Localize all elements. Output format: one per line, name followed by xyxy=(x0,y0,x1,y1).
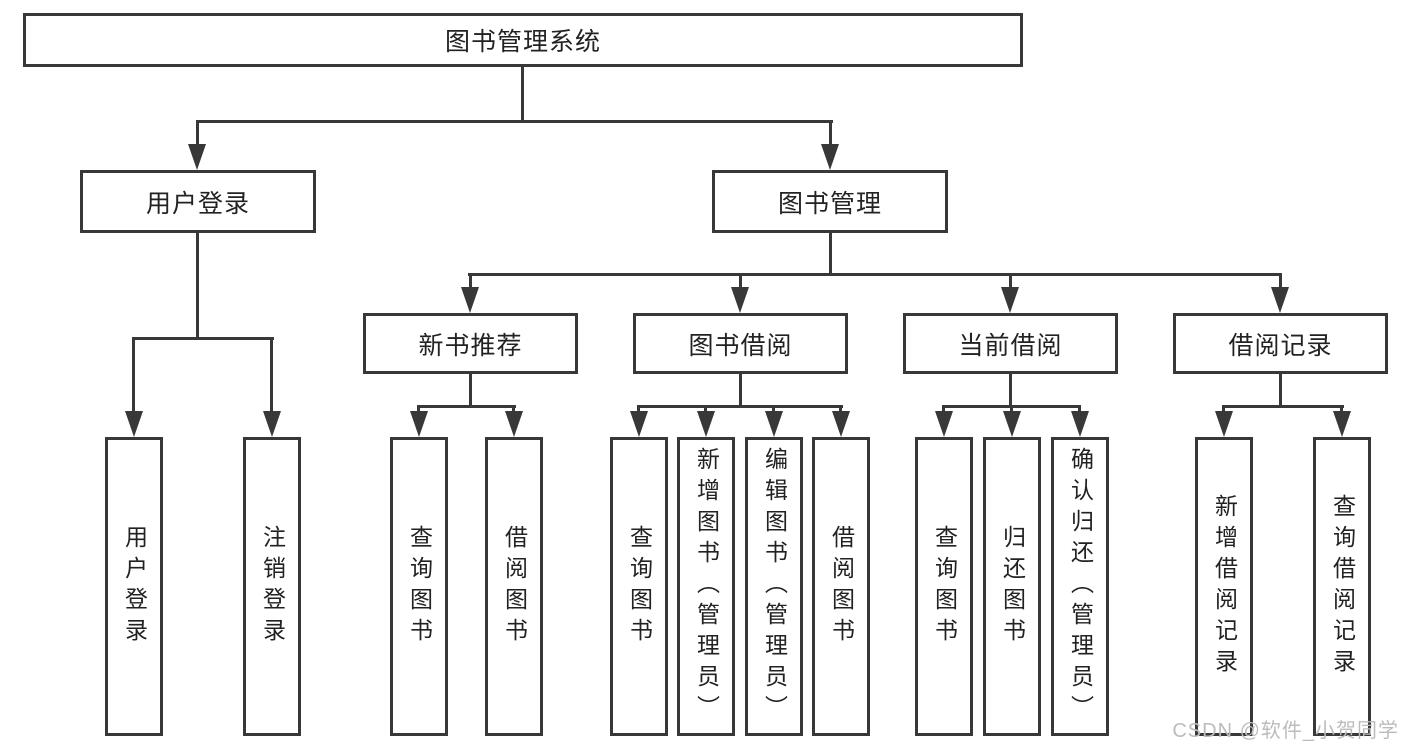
leaf-borrow-books: 借阅图书 xyxy=(812,437,870,736)
connector-line xyxy=(1009,374,1012,405)
arrow-down-icon xyxy=(1001,287,1019,313)
leaf-logout: 注销登录 xyxy=(243,437,301,736)
connector-line xyxy=(469,374,472,405)
node-new-book-recommendation: 新书推荐 xyxy=(363,313,578,374)
connector-line xyxy=(704,405,707,411)
leaf-label: 用户登录 xyxy=(121,524,148,649)
connector-line xyxy=(1222,405,1344,408)
leaf-label: 查询图书 xyxy=(931,524,958,649)
arrow-down-icon xyxy=(505,411,523,437)
connector-line xyxy=(1222,405,1225,411)
connector-line xyxy=(739,273,742,287)
connector-line xyxy=(417,405,420,411)
arrow-down-icon xyxy=(731,287,749,313)
leaf-query-borrow-record: 查询借阅记录 xyxy=(1313,437,1371,736)
node-label: 用户登录 xyxy=(145,189,250,218)
leaf-query-books-recommend: 查询图书 xyxy=(390,437,448,736)
connector-line xyxy=(196,120,833,123)
leaf-user-login: 用户登录 xyxy=(105,437,163,736)
leaf-label: 注销登录 xyxy=(259,524,286,649)
node-label: 当前借阅 xyxy=(958,331,1063,360)
leaf-label: 查询借阅记录 xyxy=(1329,493,1356,680)
connector-line xyxy=(1009,273,1012,287)
connector-line xyxy=(772,405,775,411)
connector-line xyxy=(132,337,274,340)
arrow-down-icon xyxy=(630,411,648,437)
leaf-label: 新增图书（管理员） xyxy=(693,447,720,726)
node-label: 图书借阅 xyxy=(688,331,793,360)
node-label: 图书管理 xyxy=(777,189,882,218)
arrow-down-icon xyxy=(188,144,206,170)
connector-line xyxy=(739,374,742,405)
connector-line xyxy=(829,120,832,144)
connector-line xyxy=(417,405,516,408)
node-user-login-branch: 用户登录 xyxy=(80,170,316,233)
connector-line xyxy=(1010,405,1013,411)
arrow-down-icon xyxy=(1215,411,1233,437)
connector-line xyxy=(1078,405,1081,411)
node-label: 借阅记录 xyxy=(1228,331,1333,360)
connector-line xyxy=(512,405,515,411)
leaf-label: 借阅图书 xyxy=(501,524,528,649)
connector-line xyxy=(1279,374,1282,405)
node-borrowing-records: 借阅记录 xyxy=(1173,313,1388,374)
connector-line xyxy=(468,273,1282,276)
connector-line xyxy=(196,120,199,144)
leaf-confirm-return-admin: 确认归还（管理员） xyxy=(1051,437,1109,736)
leaf-query-books-borrowing: 查询图书 xyxy=(610,437,668,736)
arrow-down-icon xyxy=(125,411,143,437)
connector-line xyxy=(1340,405,1343,411)
leaf-borrow-books-recommend: 借阅图书 xyxy=(485,437,543,736)
node-label: 图书管理系统 xyxy=(444,28,601,56)
leaf-edit-books-admin: 编辑图书（管理员） xyxy=(745,437,803,736)
connector-line xyxy=(196,233,199,337)
leaf-label: 归还图书 xyxy=(999,524,1026,649)
connector-line xyxy=(637,405,843,408)
connector-line xyxy=(132,337,135,411)
arrow-down-icon xyxy=(461,287,479,313)
leaf-return-books: 归还图书 xyxy=(983,437,1041,736)
arrow-down-icon xyxy=(821,144,839,170)
leaf-label: 查询图书 xyxy=(406,524,433,649)
connector-line xyxy=(637,405,640,411)
arrow-down-icon xyxy=(410,411,428,437)
arrow-down-icon xyxy=(832,411,850,437)
node-label: 新书推荐 xyxy=(418,331,523,360)
leaf-label: 查询图书 xyxy=(626,524,653,649)
arrow-down-icon xyxy=(263,411,281,437)
leaf-label: 编辑图书（管理员） xyxy=(761,447,788,726)
leaf-query-books-current: 查询图书 xyxy=(915,437,973,736)
leaf-add-borrow-record: 新增借阅记录 xyxy=(1195,437,1253,736)
connector-line xyxy=(1279,273,1282,287)
connector-line xyxy=(839,405,842,411)
node-book-borrowing: 图书借阅 xyxy=(633,313,848,374)
connector-line xyxy=(270,337,273,411)
arrow-down-icon xyxy=(765,411,783,437)
leaf-label: 借阅图书 xyxy=(828,524,855,649)
connector-line xyxy=(521,67,524,120)
leaf-label: 确认归还（管理员） xyxy=(1067,447,1094,726)
connector-line xyxy=(829,233,832,273)
node-book-management: 图书管理 xyxy=(712,170,948,233)
arrow-down-icon xyxy=(935,411,953,437)
arrow-down-icon xyxy=(1003,411,1021,437)
arrow-down-icon xyxy=(1271,287,1289,313)
connector-line xyxy=(942,405,945,411)
node-current-borrowing: 当前借阅 xyxy=(903,313,1118,374)
node-root: 图书管理系统 xyxy=(23,13,1023,67)
connector-line xyxy=(469,273,472,287)
leaf-label: 新增借阅记录 xyxy=(1211,493,1238,680)
arrow-down-icon xyxy=(1071,411,1089,437)
arrow-down-icon xyxy=(1333,411,1351,437)
arrow-down-icon xyxy=(697,411,715,437)
leaf-add-books-admin: 新增图书（管理员） xyxy=(677,437,735,736)
watermark: CSDN @软件_小贺同学 xyxy=(1172,720,1399,742)
